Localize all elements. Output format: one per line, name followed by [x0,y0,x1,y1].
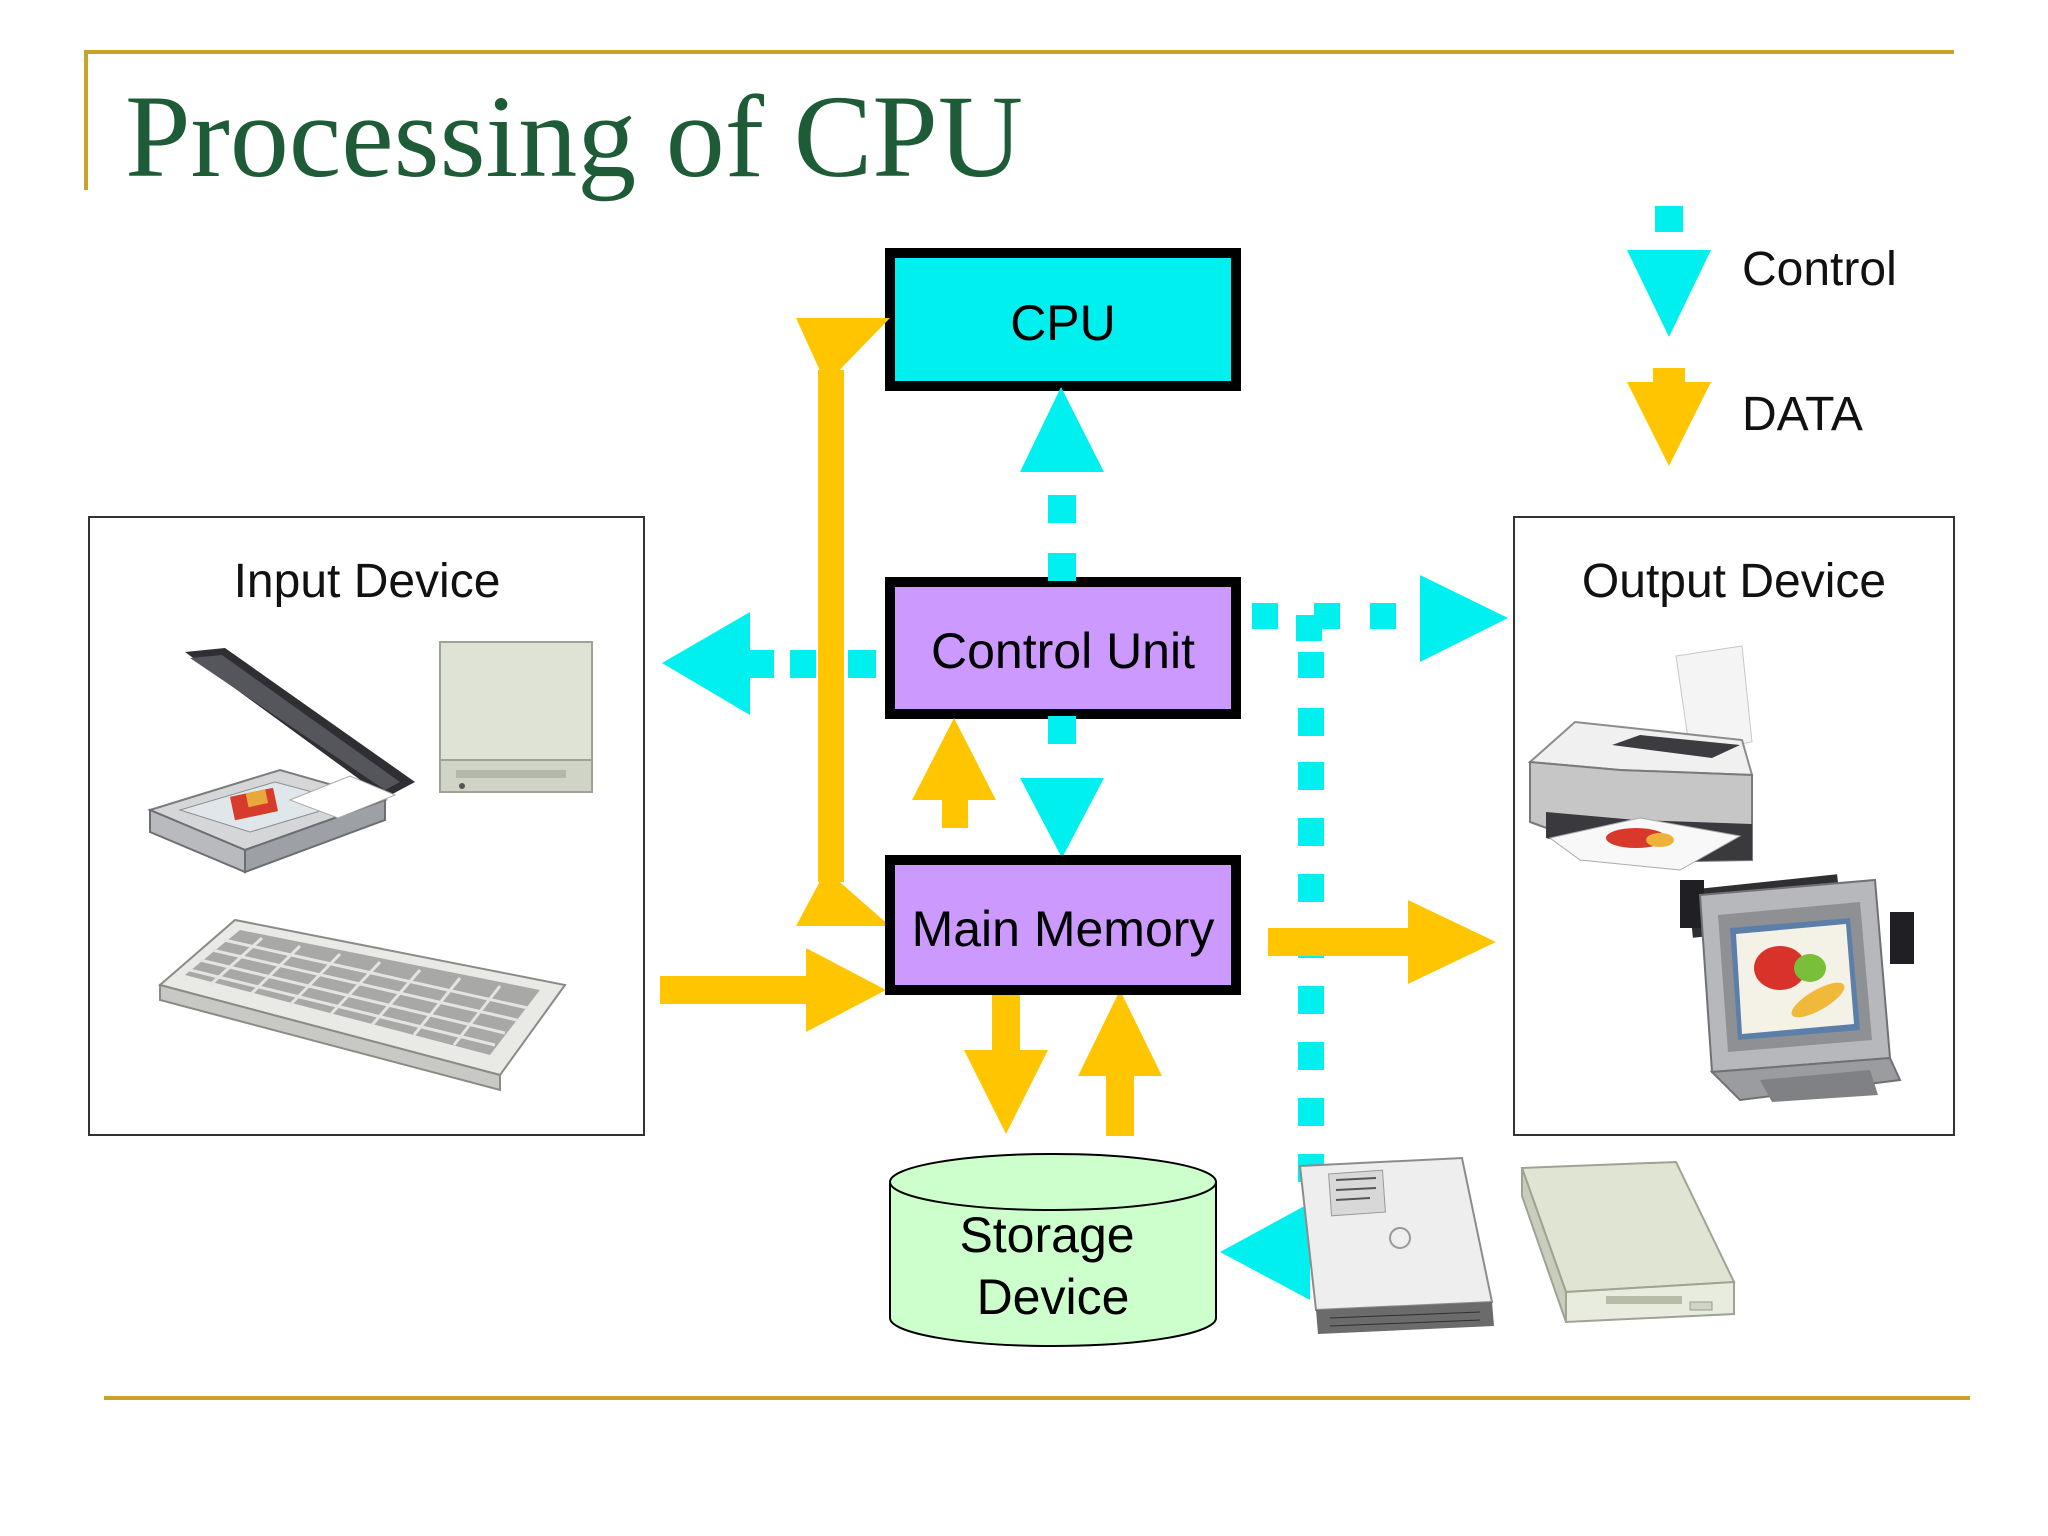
legend-control-label: Control [1742,243,1897,296]
cpu-box: CPU [885,248,1241,391]
input-device-label: Input Device [234,555,501,608]
control-arrow-cu-to-memory [1020,716,1104,858]
cd-drive-icon [439,641,593,793]
scanner-icon [147,648,415,874]
page-title: Processing of CPU [125,71,1023,202]
legend-data-label: DATA [1742,388,1863,441]
legend-control-arrow-icon [1627,206,1711,337]
data-arrow-memory-to-storage [964,990,1048,1134]
floppy-drive-icon [1520,1160,1736,1324]
control-arrow-cu-to-output [1252,575,1508,662]
output-device-panel: Output Device [1513,516,1955,1136]
header-decoration [84,50,1954,190]
control-unit-box: Control Unit [885,577,1241,719]
data-arrow-memory-to-cpu [796,318,890,926]
legend-data-arrow-icon [1627,368,1711,466]
control-arrow-cu-to-input [662,612,876,715]
output-device-label: Output Device [1582,555,1886,608]
storage-device-label-line2: Device [977,1269,1130,1325]
main-memory-box: Main Memory [885,855,1241,995]
main-memory-label: Main Memory [912,901,1215,957]
control-unit-label: Control Unit [931,623,1195,679]
input-device-panel: Input Device [88,516,645,1136]
legend: Control DATA [1627,206,1897,466]
data-arrow-memory-to-output [1268,900,1496,984]
data-arrow-memory-to-cu [912,718,996,828]
control-arrow-cu-to-cpu [1020,387,1104,581]
monitor-icon [1680,874,1914,1102]
data-arrow-storage-to-memory [1078,990,1162,1136]
data-arrow-input-to-memory [660,948,886,1032]
cpu-label: CPU [1010,295,1116,351]
storage-device-cylinder: Storage Device [889,1153,1217,1347]
storage-device-label-line1: Storage [959,1207,1134,1263]
printer-icon [1527,645,1754,871]
keyboard-icon [157,918,567,1092]
hard-disk-icon [1298,1156,1494,1334]
